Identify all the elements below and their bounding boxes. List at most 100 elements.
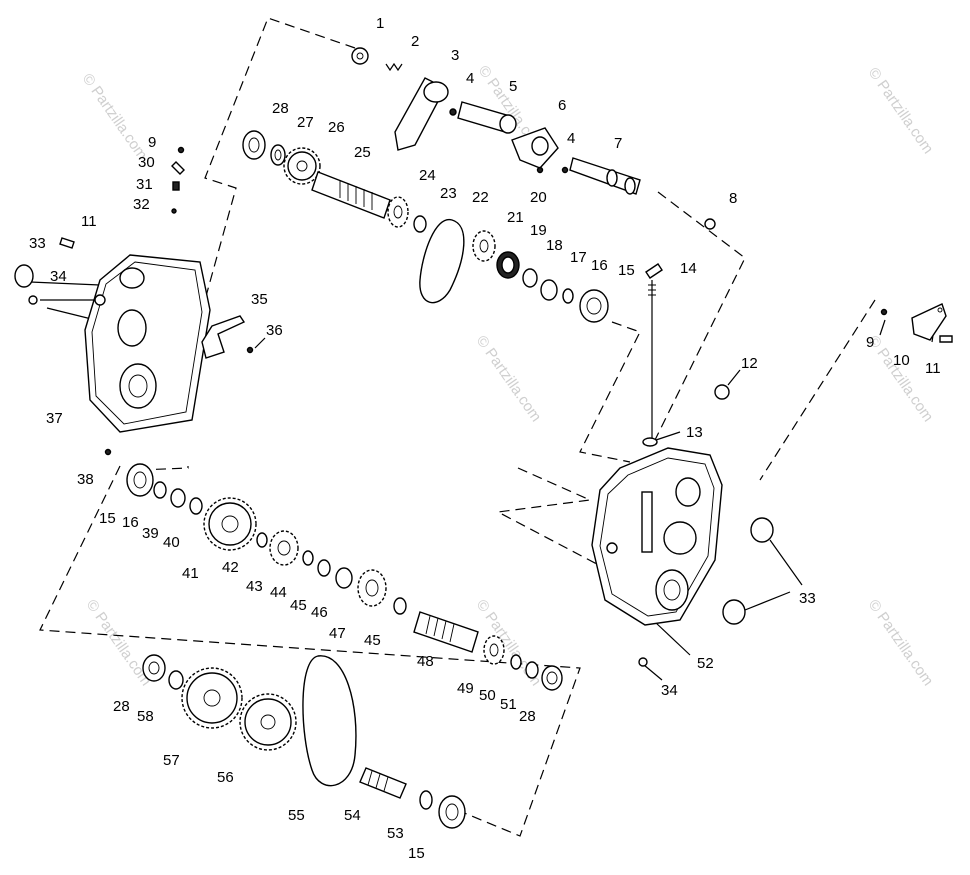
callout-16: 16 <box>122 514 139 531</box>
part-4-pin <box>449 108 457 116</box>
callout-33: 33 <box>29 235 46 252</box>
part-41-sprocket <box>203 497 257 551</box>
part-28-bearing-bottom <box>142 654 166 682</box>
part-56-sprocket <box>239 693 297 751</box>
part-15-seal-bottom <box>438 795 466 829</box>
callout-44: 44 <box>270 584 287 601</box>
part-38-screw <box>104 448 112 456</box>
callout-49: 49 <box>457 680 474 697</box>
part-21-sprocket <box>472 230 496 262</box>
callout-50: 50 <box>479 687 496 704</box>
part-10-bracket <box>911 303 947 341</box>
part-9-screw <box>177 146 185 154</box>
callout-16: 16 <box>591 257 608 274</box>
part-58-washer <box>168 670 184 690</box>
callout-2: 2 <box>411 33 419 50</box>
callout-15: 15 <box>99 510 116 527</box>
callout-labels: 1 2 3 4 5 6 4 7 8 28 27 26 25 24 23 22 2… <box>29 15 941 862</box>
right-case-group <box>591 303 953 667</box>
callout-38: 38 <box>77 471 94 488</box>
part-33-seal-right-1 <box>750 517 774 543</box>
part-33-seal-right-2 <box>722 599 746 625</box>
callout-58: 58 <box>137 708 154 725</box>
callout-4: 4 <box>466 70 474 87</box>
part-37-cover <box>84 254 211 433</box>
callout-30: 30 <box>138 154 155 171</box>
part-23-ring <box>413 215 427 233</box>
part-6-shift-fork <box>511 127 559 169</box>
callout-17: 17 <box>570 249 587 266</box>
part-15-seal-mid <box>126 463 154 497</box>
part-28-bearing-top <box>242 130 266 160</box>
callout-42: 42 <box>222 559 239 576</box>
part-49-gear <box>483 635 505 665</box>
part-22-chain <box>419 219 465 304</box>
part-46-washer <box>335 567 353 589</box>
left-cover-group <box>14 146 254 456</box>
callout-32: 32 <box>133 196 150 213</box>
part-33-seal <box>14 264 34 288</box>
part-40-washer <box>189 497 203 515</box>
callout-55: 55 <box>288 807 305 824</box>
callout-21: 21 <box>507 209 524 226</box>
part-48-shaft <box>413 611 479 653</box>
part-43-hub <box>269 530 299 566</box>
part-3-shift-arm <box>394 77 449 151</box>
callout-53: 53 <box>387 825 404 842</box>
callout-22: 22 <box>472 189 489 206</box>
callout-27: 27 <box>297 114 314 131</box>
part-15-seal-top <box>579 289 609 323</box>
callout-5: 5 <box>509 78 517 95</box>
callout-28: 28 <box>272 100 289 117</box>
callout-9: 9 <box>148 134 156 151</box>
part-5-bushing <box>457 101 517 134</box>
part-19-bearing <box>496 251 520 279</box>
part-55-chain <box>302 655 357 787</box>
callout-28: 28 <box>519 708 536 725</box>
callout-47: 47 <box>329 625 346 642</box>
callout-15: 15 <box>408 845 425 862</box>
callout-56: 56 <box>217 769 234 786</box>
callout-8: 8 <box>729 190 737 207</box>
callout-52: 52 <box>697 655 714 672</box>
part-11-bolt <box>59 237 75 249</box>
callout-12: 12 <box>741 355 758 372</box>
callout-23: 23 <box>440 185 457 202</box>
part-2-spring <box>385 62 403 72</box>
callout-34: 34 <box>50 268 67 285</box>
bottom-row-parts <box>142 654 466 829</box>
callout-9: 9 <box>866 334 874 351</box>
callout-14: 14 <box>680 260 697 277</box>
callout-28: 28 <box>113 698 130 715</box>
callout-33: 33 <box>799 590 816 607</box>
part-20-pin <box>561 166 569 174</box>
callout-45: 45 <box>364 632 381 649</box>
callout-11: 11 <box>925 360 941 377</box>
callout-13: 13 <box>686 424 703 441</box>
callout-54: 54 <box>344 807 361 824</box>
part-4-pin <box>536 166 544 174</box>
callout-20: 20 <box>530 189 547 206</box>
callout-48: 48 <box>417 653 434 670</box>
part-50-ring <box>510 654 522 670</box>
callout-34: 34 <box>661 682 678 699</box>
part-51-washer <box>525 661 539 679</box>
callout-15: 15 <box>618 262 635 279</box>
part-16-ring-mid <box>153 481 167 499</box>
part-27-washer <box>270 144 286 166</box>
assembly-lines <box>39 17 876 837</box>
part-45-ring <box>317 559 331 577</box>
watermark-text: © Partzilla.com <box>79 71 151 164</box>
part-34-plug <box>28 295 38 305</box>
callout-19: 19 <box>530 222 547 239</box>
callout-4: 4 <box>567 130 575 147</box>
part-35-bracket <box>201 315 246 359</box>
part-18-washer <box>522 268 538 288</box>
callout-6: 6 <box>558 97 566 114</box>
top-parts <box>242 47 716 440</box>
part-1-nut <box>351 47 369 65</box>
part-53-ring <box>419 790 433 810</box>
callout-35: 35 <box>251 291 268 308</box>
callout-1: 1 <box>376 15 384 32</box>
watermark-text: © Partzilla.com <box>473 333 545 426</box>
